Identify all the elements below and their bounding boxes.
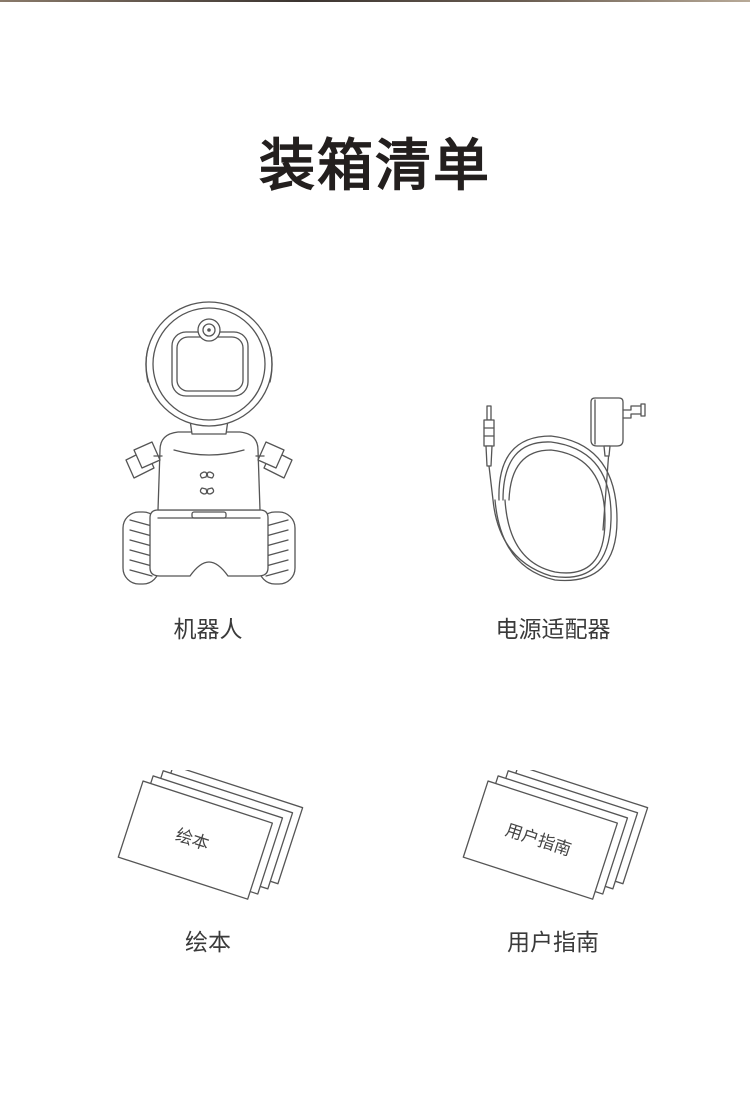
package-item-picture-book: 绘本 绘本: [78, 770, 338, 965]
user-guide-icon: 用户指南: [462, 770, 649, 900]
brand-logo-icon: [199, 471, 215, 495]
item-label: 电源适配器: [495, 617, 611, 643]
package-item-user-guide: 用户指南 用户指南: [423, 770, 683, 965]
robot-icon: [122, 301, 296, 585]
item-label: 绘本: [185, 930, 231, 956]
package-item-power-adapter: 电源适配器: [423, 300, 683, 650]
item-label: 机器人: [173, 617, 243, 643]
picture-book-icon: 绘本: [117, 770, 304, 900]
power-adapter-icon: [483, 397, 646, 582]
page-title: 装箱清单: [259, 134, 491, 199]
top-divider: [0, 0, 750, 2]
package-item-robot: 机器人: [78, 300, 338, 650]
item-label: 用户指南: [507, 930, 599, 956]
